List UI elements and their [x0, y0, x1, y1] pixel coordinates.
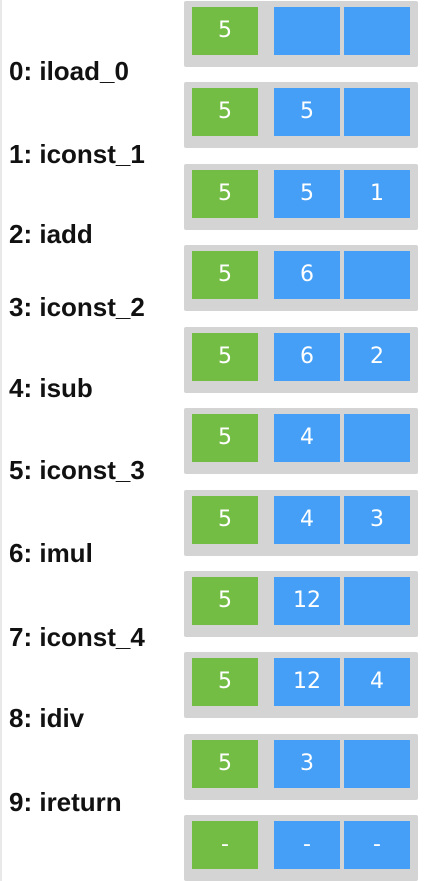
- instruction-label: 1: iconst_1: [9, 139, 145, 169]
- frame-state-0: 5: [184, 1, 418, 67]
- operand-stack-slot-2: [344, 740, 410, 788]
- instruction-label: 6: imul: [9, 538, 93, 568]
- instruction-label: 7: iconst_4: [9, 622, 145, 652]
- operand-stack-slot-1: [274, 7, 340, 55]
- operand-stack-slot-2: 4: [344, 658, 410, 706]
- instruction-label: 5: iconst_3: [9, 455, 145, 485]
- operand-stack-slot-2: [344, 88, 410, 136]
- operand-stack-slot-1: 12: [274, 577, 340, 625]
- operand-stack-slot-1: 5: [274, 88, 340, 136]
- operand-stack-slot-2: -: [344, 821, 410, 869]
- instruction-label: 0: iload_0: [9, 56, 129, 86]
- instruction-label: 3: iconst_2: [9, 292, 145, 322]
- operand-stack-slot-2: [344, 251, 410, 299]
- operand-stack-slot-1: -: [274, 821, 340, 869]
- operand-stack-slot-2: 3: [344, 496, 410, 544]
- local-variable-cell: 5: [192, 7, 258, 55]
- local-variable-cell: -: [192, 821, 258, 869]
- local-variable-cell: 5: [192, 577, 258, 625]
- instruction-label: 9: ireturn: [9, 787, 122, 817]
- operand-stack-slot-2: [344, 7, 410, 55]
- left-edge-line: [0, 0, 2, 881]
- local-variable-cell: 5: [192, 496, 258, 544]
- operand-stack-slot-1: 6: [274, 251, 340, 299]
- instruction-label: 4: isub: [9, 373, 93, 403]
- operand-stack-slot-1: 5: [274, 170, 340, 218]
- operand-stack-slot-2: 2: [344, 333, 410, 381]
- local-variable-cell: 5: [192, 170, 258, 218]
- local-variable-cell: 5: [192, 88, 258, 136]
- operand-stack-slot-1: 4: [274, 414, 340, 462]
- operand-stack-slot-2: 1: [344, 170, 410, 218]
- instruction-label: 2: iadd: [9, 219, 93, 249]
- operand-stack-slot-1: 6: [274, 333, 340, 381]
- frame-state-10: ---: [184, 815, 418, 881]
- operand-stack-slot-2: [344, 577, 410, 625]
- local-variable-cell: 5: [192, 251, 258, 299]
- local-variable-cell: 5: [192, 740, 258, 788]
- operand-stack-slot-1: 4: [274, 496, 340, 544]
- local-variable-cell: 5: [192, 414, 258, 462]
- operand-stack-slot-1: 12: [274, 658, 340, 706]
- operand-stack-slot-2: [344, 414, 410, 462]
- local-variable-cell: 5: [192, 333, 258, 381]
- frame-state-7: 5 12: [184, 571, 418, 637]
- instruction-label: 8: idiv: [9, 703, 85, 733]
- operand-stack-slot-1: 3: [274, 740, 340, 788]
- local-variable-cell: 5: [192, 658, 258, 706]
